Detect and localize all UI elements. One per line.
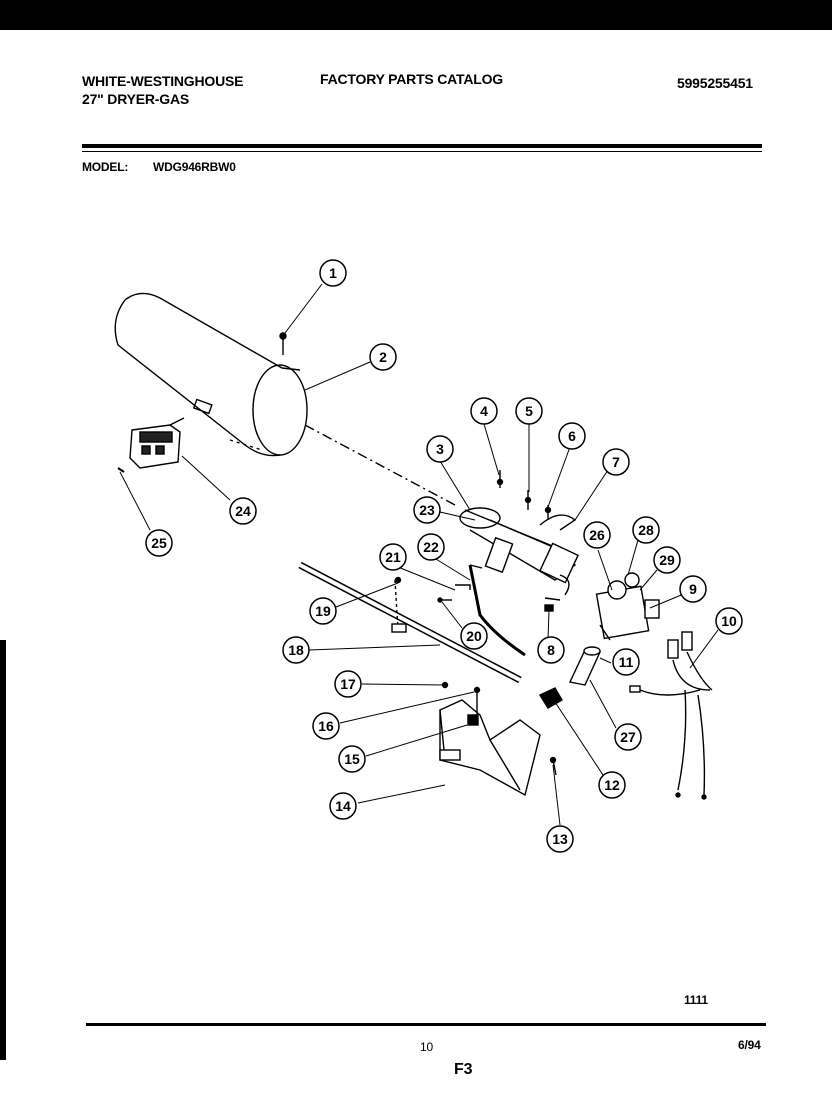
callout-21: 21 — [379, 543, 407, 571]
diagram-code: 1111 — [684, 993, 708, 1007]
callout-5: 5 — [515, 397, 543, 425]
svg-text:26: 26 — [589, 527, 605, 543]
model-value: WDG946RBW0 — [153, 160, 236, 174]
svg-text:16: 16 — [318, 718, 334, 734]
model-label: MODEL: — [82, 160, 129, 174]
callout-15: 15 — [338, 745, 366, 773]
revision-date: 6/94 — [738, 1038, 761, 1052]
svg-text:29: 29 — [659, 552, 675, 568]
callout-22: 22 — [417, 533, 445, 561]
brand-title: WHITE-WESTINGHOUSE — [82, 73, 244, 89]
svg-text:21: 21 — [385, 549, 401, 565]
svg-text:22: 22 — [423, 539, 439, 555]
nut-part — [538, 687, 563, 709]
wire-harness-part — [629, 631, 713, 800]
callout-27: 27 — [614, 723, 642, 751]
svg-text:6: 6 — [568, 428, 576, 444]
gas-valve-part — [595, 572, 660, 641]
svg-text:11: 11 — [619, 654, 634, 670]
burner-assembly-part — [459, 507, 579, 601]
svg-text:19: 19 — [315, 603, 331, 619]
callout-19: 19 — [309, 597, 337, 625]
top-black-bar — [0, 0, 832, 30]
svg-text:14: 14 — [335, 798, 351, 814]
footer-rule — [86, 1023, 766, 1026]
callout-4: 4 — [470, 397, 498, 425]
screw-part-1 — [279, 332, 287, 355]
callout-3: 3 — [426, 435, 454, 463]
callout-10: 10 — [715, 607, 743, 635]
svg-text:5: 5 — [525, 403, 533, 419]
svg-text:10: 10 — [721, 613, 737, 629]
callout-26: 26 — [583, 521, 611, 549]
bracket-part — [439, 699, 541, 797]
callout-18: 18 — [282, 636, 310, 664]
svg-text:1: 1 — [329, 265, 337, 281]
callout-23: 23 — [413, 496, 441, 524]
callout-14: 14 — [329, 792, 357, 820]
svg-text:7: 7 — [612, 454, 620, 470]
callout-8: 8 — [537, 636, 565, 664]
svg-text:27: 27 — [620, 729, 636, 745]
callout-1: 1 — [319, 259, 347, 287]
callout-11: 11 — [612, 648, 640, 676]
callout-12: 12 — [598, 771, 626, 799]
svg-text:15: 15 — [344, 751, 360, 767]
header-rule-thin — [82, 151, 762, 152]
terminal-block-part — [129, 417, 185, 469]
svg-text:12: 12 — [604, 777, 620, 793]
callout-2: 2 — [369, 343, 397, 371]
svg-text:25: 25 — [151, 535, 167, 551]
callout-24: 24 — [229, 497, 257, 525]
callout-7: 7 — [602, 448, 630, 476]
svg-text:20: 20 — [466, 628, 482, 644]
callout-25: 25 — [145, 529, 173, 557]
drum-part — [114, 292, 308, 457]
svg-text:24: 24 — [235, 503, 251, 519]
svg-text:3: 3 — [436, 441, 444, 457]
page-number: 10 — [420, 1040, 433, 1054]
svg-text:17: 17 — [340, 676, 356, 692]
callout-13: 13 — [546, 825, 574, 853]
svg-text:9: 9 — [689, 581, 697, 597]
catalog-number: 5995255451 — [677, 75, 753, 91]
svg-text:8: 8 — [547, 642, 555, 658]
pipe-part — [568, 646, 602, 686]
catalog-title: FACTORY PARTS CATALOG — [320, 71, 503, 87]
callout-16: 16 — [312, 712, 340, 740]
callout-28: 28 — [632, 516, 660, 544]
svg-text:2: 2 — [379, 349, 387, 365]
svg-text:18: 18 — [288, 642, 304, 658]
section-code: F3 — [454, 1061, 473, 1078]
support-rod-part — [298, 561, 522, 684]
callout-group: 1 2 3 4 5 6 7 8 9 10 11 12 13 14 15 16 1… — [145, 259, 743, 853]
callout-17: 17 — [334, 670, 362, 698]
product-title: 27" DRYER-GAS — [82, 91, 189, 107]
callout-9: 9 — [679, 575, 707, 603]
svg-text:13: 13 — [552, 831, 568, 847]
callout-6: 6 — [558, 422, 586, 450]
callout-29: 29 — [653, 546, 681, 574]
svg-text:28: 28 — [638, 522, 654, 538]
header-rule-thick — [82, 144, 762, 148]
svg-text:4: 4 — [480, 403, 488, 419]
callout-20: 20 — [460, 622, 488, 650]
scan-edge-mark — [0, 640, 6, 1060]
leader-lines — [119, 283, 719, 826]
svg-text:23: 23 — [419, 502, 435, 518]
